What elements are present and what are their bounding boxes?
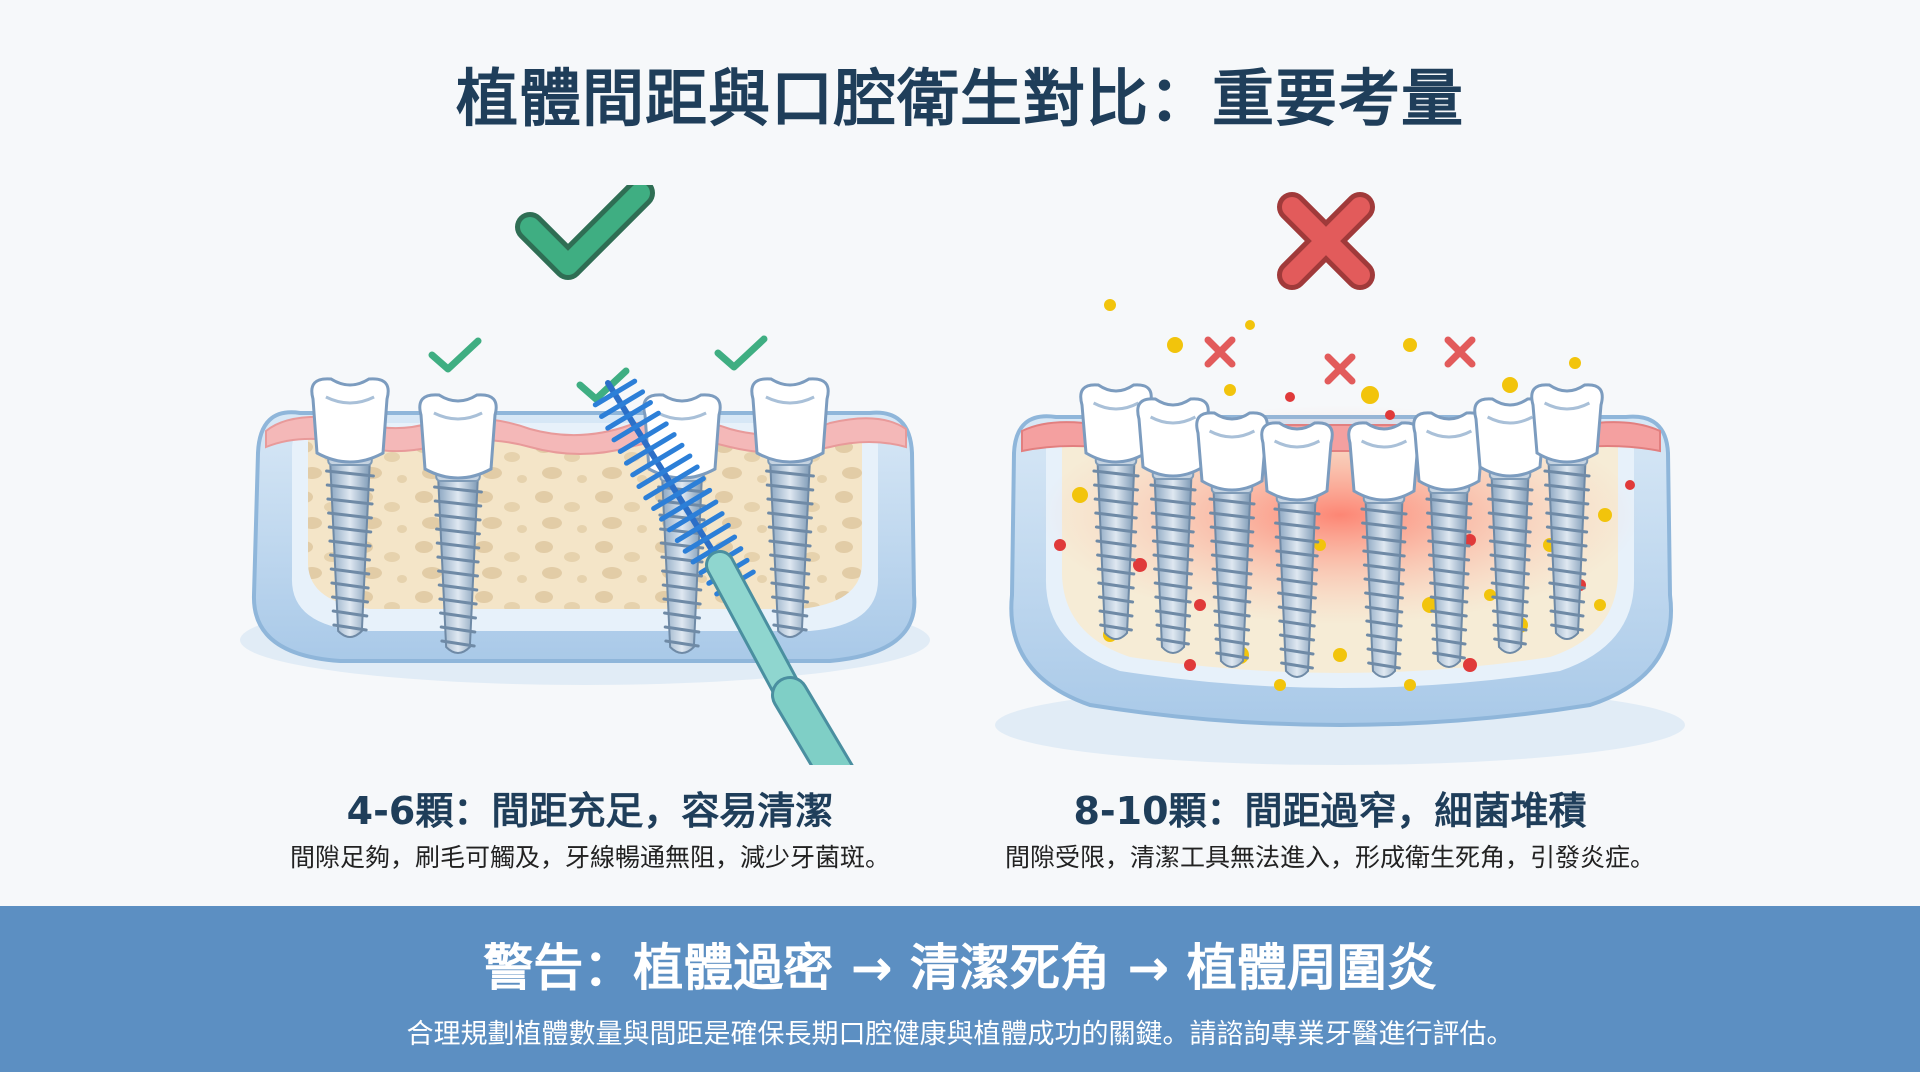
- page-title: 植體間距與口腔衛生對比：重要考量: [455, 62, 1464, 135]
- implant: [1347, 421, 1421, 678]
- small-cross-icon: [1204, 336, 1476, 385]
- bacteria-dot: [1184, 659, 1196, 671]
- check-icon: [515, 185, 655, 280]
- bacteria-dot: [1598, 508, 1612, 522]
- implant: [1195, 411, 1269, 668]
- implant: [1412, 411, 1486, 668]
- bacteria-dot: [1054, 539, 1066, 551]
- bacteria-dot: [1285, 392, 1295, 402]
- bacteria-dots: [1054, 299, 1635, 691]
- implant: [1136, 397, 1210, 654]
- cross-icon: [1277, 192, 1375, 290]
- implant: [1260, 421, 1334, 678]
- interdental-brush-icon: [592, 378, 854, 765]
- crowded-implants-illustration: [995, 192, 1685, 765]
- bacteria-dot: [1403, 338, 1417, 352]
- bacteria-dot: [1361, 386, 1379, 404]
- well-spaced-implants-illustration: [240, 185, 930, 765]
- implant-group: [310, 377, 830, 654]
- bacteria-dot: [1625, 480, 1635, 490]
- bacteria-dot: [1104, 299, 1116, 311]
- implant: [310, 377, 390, 638]
- bacteria-dot: [1404, 679, 1416, 691]
- implant: [1530, 383, 1604, 640]
- implant: [418, 393, 498, 654]
- bacteria-dot: [1463, 658, 1477, 672]
- right-panel-heading: 8-10顆：間距過窄，細菌堆積: [1073, 789, 1587, 833]
- bacteria-dot: [1072, 487, 1088, 503]
- bacteria-dot: [1594, 599, 1606, 611]
- bacteria-dot: [1502, 377, 1518, 393]
- bacteria-dot: [1167, 337, 1183, 353]
- bacteria-dot: [1464, 534, 1476, 546]
- warning-description: 合理規劃植體數量與間距是確保長期口腔健康與植體成功的關鍵。請諮詢專業牙醫進行評估…: [406, 1019, 1514, 1050]
- bacteria-dot: [1422, 597, 1438, 613]
- bacteria-dot: [1245, 320, 1255, 330]
- bacteria-dot: [1333, 648, 1347, 662]
- bacteria-dot: [1569, 357, 1581, 369]
- left-panel-description: 間隙足夠，刷毛可觸及，牙線暢通無阻，減少牙菌斑。: [289, 843, 890, 872]
- bacteria-dot: [1484, 589, 1496, 601]
- left-panel-heading: 4-6顆：間距充足，容易清潔: [346, 789, 834, 833]
- warning-banner: 警告：植體過密 → 清潔死角 → 植體周圍炎 合理規劃植體數量與間距是確保長期口…: [0, 906, 1920, 1072]
- right-panel-description: 間隙受限，清潔工具無法進入，形成衛生死角，引發炎症。: [1004, 843, 1655, 872]
- warning-title: 警告：植體過密 → 清潔死角 → 植體周圍炎: [483, 939, 1437, 997]
- bacteria-dot: [1224, 384, 1236, 396]
- implant: [1473, 397, 1547, 654]
- bacteria-dot: [1194, 599, 1206, 611]
- small-check-icon: [428, 335, 768, 403]
- bacteria-dot: [1133, 558, 1147, 572]
- implant-group: [1079, 383, 1604, 678]
- implant: [1079, 383, 1153, 640]
- bacteria-dot: [1385, 410, 1395, 420]
- implant: [750, 377, 830, 638]
- bacteria-dot: [1274, 679, 1286, 691]
